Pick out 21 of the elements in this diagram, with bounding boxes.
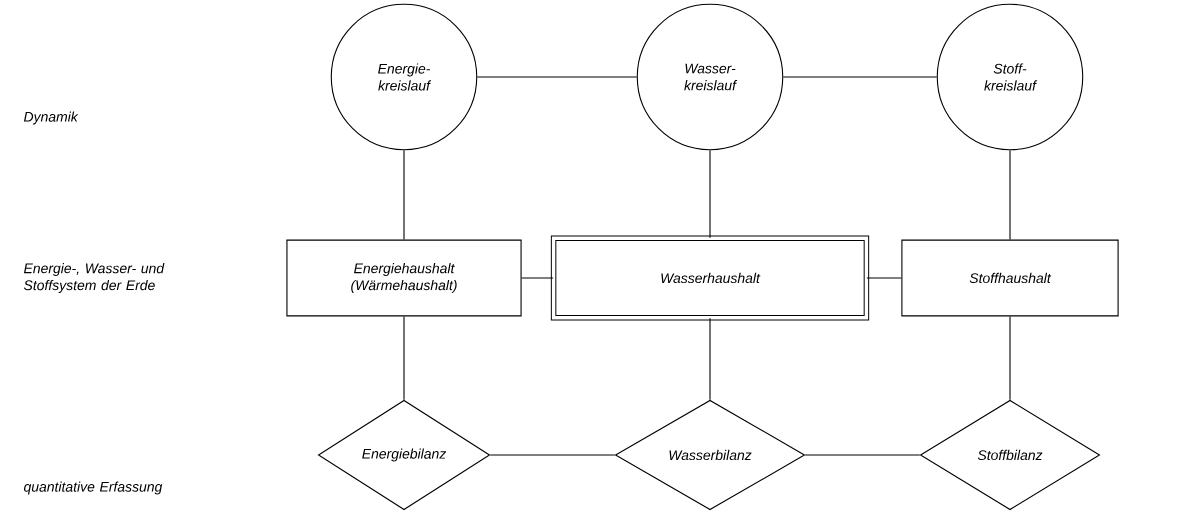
circle-node: Wasser- kreislauf	[636, 3, 784, 151]
connector-line	[1009, 315, 1011, 401]
circle-node: Energie- kreislauf	[330, 3, 478, 151]
row-label: quantitative Erfassung	[24, 481, 163, 495]
connector-line	[403, 149, 405, 241]
circle-node: Stoff- kreislauf	[936, 3, 1084, 151]
process-box: Energiehaushalt (Wärmehaushalt)	[286, 239, 522, 317]
process-box: Wasserhaushalt	[550, 235, 870, 321]
process-box: Stoffhaushalt	[901, 239, 1119, 317]
connector-line	[403, 315, 405, 401]
connector-line	[866, 277, 902, 279]
row-label: Energie-, Wasser- und Stoffsystem der Erde	[23, 263, 165, 293]
connector-line	[476, 76, 638, 78]
connector-line	[804, 454, 921, 456]
connector-line	[521, 277, 554, 279]
connector-line	[709, 149, 711, 239]
connector-line	[709, 317, 711, 401]
row-label: Dynamik	[23, 111, 79, 125]
connector-line	[489, 454, 616, 456]
connector-line	[1009, 149, 1011, 241]
connector-line	[782, 76, 938, 78]
